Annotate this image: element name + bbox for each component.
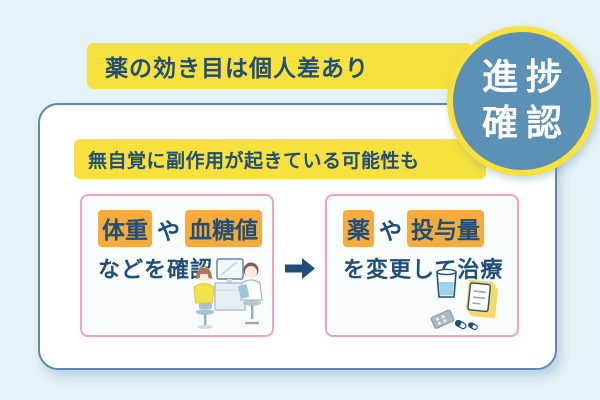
arrow-right-icon (284, 255, 316, 281)
step2-connector: や (379, 218, 402, 245)
step1-highlight-weight: 体重 (98, 210, 152, 247)
doctor-patient-consultation-illustration (193, 258, 263, 329)
title-banner: 薬の効き目は個人差あり (87, 43, 473, 89)
badge-text-line2: 確認 (481, 103, 570, 144)
badge-text-line1: 進捗 (481, 57, 570, 98)
step2-highlight-dosage: 投与量 (407, 210, 484, 247)
step-box-treat: 薬 や 投与量 を変更して治療 (325, 194, 519, 337)
subtitle-banner: 無自覚に副作用が起きている可能性も (74, 139, 486, 179)
step-box-check: 体重 や 血糖値 などを確認 (80, 194, 274, 337)
progress-badge: 進捗 確認 (447, 26, 597, 176)
step1-caption: などを確認 (98, 258, 214, 283)
step1-connector: や (157, 218, 180, 245)
step1-highlight-bloodsugar: 血糖値 (185, 210, 262, 247)
medicine-and-dosage-illustration (430, 268, 499, 331)
subtitle-text: 無自覚に副作用が起きている可能性も (88, 149, 420, 172)
step2-highlight-medicine: 薬 (343, 210, 374, 247)
step2-caption: を変更して治療 (343, 258, 504, 283)
step1-heading: 体重 や 血糖値 (98, 210, 272, 247)
step2-heading: 薬 や 投与量 (343, 210, 517, 247)
title-text: 薬の効き目は個人差あり (105, 56, 369, 82)
